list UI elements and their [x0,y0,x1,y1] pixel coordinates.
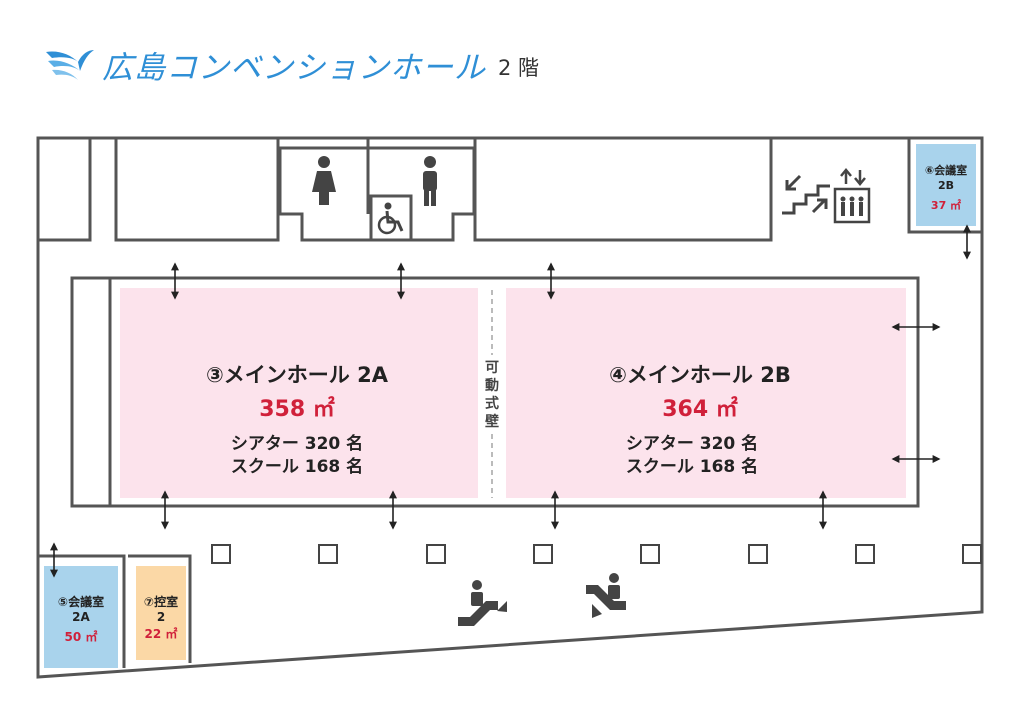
control-2-area [136,566,186,660]
hall-2a-area [120,288,478,498]
svg-text:壁: 壁 [485,413,499,430]
page-title: 広島コンベンションホール [102,49,486,86]
svg-text:式: 式 [485,395,499,412]
male-restroom-icon [423,156,437,206]
meeting-2a-name: ⑤会議室 [58,594,104,609]
meeting-2a-code: 2A [72,610,90,624]
meeting-2a-wall [38,554,126,668]
restroom-block [278,138,476,242]
control-2-area-text: 22 ㎡ [145,626,178,641]
door-arrow-icon [50,224,971,578]
control-2-wall [128,554,192,663]
meeting-2b-area-text: 37 ㎡ [931,198,961,212]
pillar-icon [211,544,982,564]
hall-frame [70,276,920,508]
meeting-2b-area [916,144,976,226]
meeting-2b-name: ⑥会議室 [925,163,967,177]
svg-text:動: 動 [485,377,499,394]
floor-header: 広島コンベンションホール 2 階 [44,40,539,88]
elevator-icon [833,168,871,224]
svg-text:可: 可 [485,360,499,376]
female-restroom-icon [312,156,336,205]
hall-2a-area-text: 358 ㎡ [259,396,335,422]
escalator-up-icon [458,580,507,626]
meeting-2b-wall [907,138,982,234]
hall-2b-area-text: 364 ㎡ [662,396,738,422]
control-2-code: 2 [157,610,165,624]
control-2-name: ⑦控室 [144,594,178,609]
stairs-icon [782,174,830,215]
hall-2b-name: ④メインホール 2B [609,363,791,387]
meeting-2a-area [44,566,118,668]
meeting-2a-area-text: 50 ㎡ [65,629,98,644]
top-service-rooms [36,136,773,242]
accessible-restroom-icon [374,199,408,237]
hall-2b-area [506,288,906,498]
hall-2b-theater: シアター 320 名 [626,433,758,454]
hall-2b-school: スクール 168 名 [626,456,758,477]
hall-2a-school: スクール 168 名 [231,456,363,477]
floor-label: 2 階 [498,56,540,80]
meeting-2b-code: 2B [938,179,954,192]
logo-bird-icon [46,50,94,80]
hall-2a-theater: シアター 320 名 [231,433,363,454]
escalator-down-icon [586,573,626,618]
hall-2a-name: ③メインホール 2A [206,363,389,387]
movable-wall-label: 可 動 式 壁 [485,360,499,430]
